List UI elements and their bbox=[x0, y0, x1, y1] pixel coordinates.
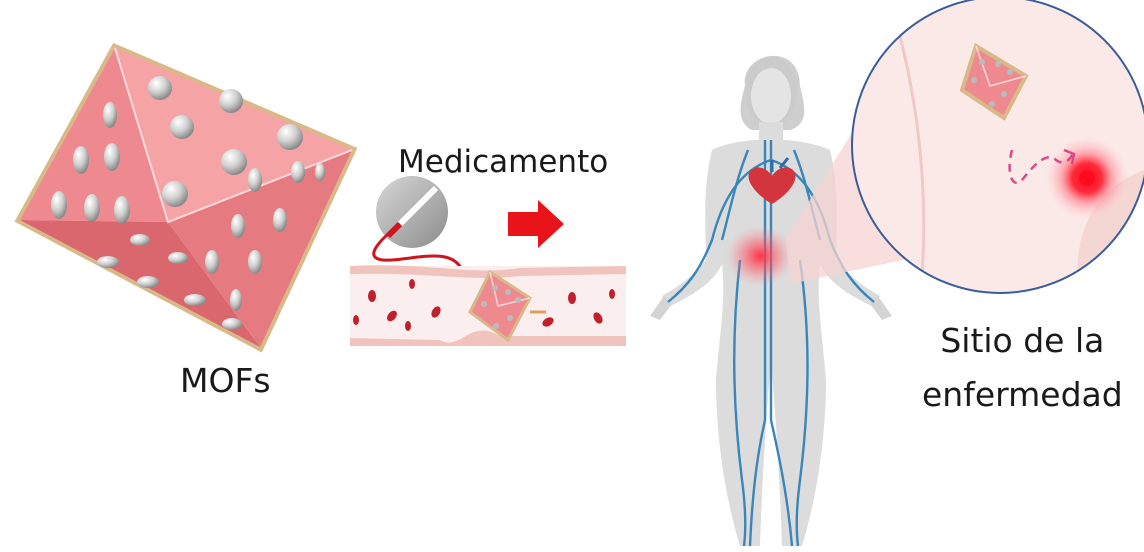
disease-site-line2: enfermedad bbox=[922, 368, 1123, 422]
mofs-label: MOFs bbox=[180, 360, 271, 403]
disease-glow bbox=[726, 226, 794, 286]
blood-vessel bbox=[350, 265, 626, 346]
disease-site-line1: Sitio de la bbox=[922, 314, 1123, 368]
medicine-label: Medicamento bbox=[398, 142, 608, 182]
mof-octahedron-large bbox=[20, 48, 352, 347]
disease-site-label: Sitio de la enfermedad bbox=[922, 314, 1123, 422]
right-arrow-icon bbox=[508, 200, 564, 248]
